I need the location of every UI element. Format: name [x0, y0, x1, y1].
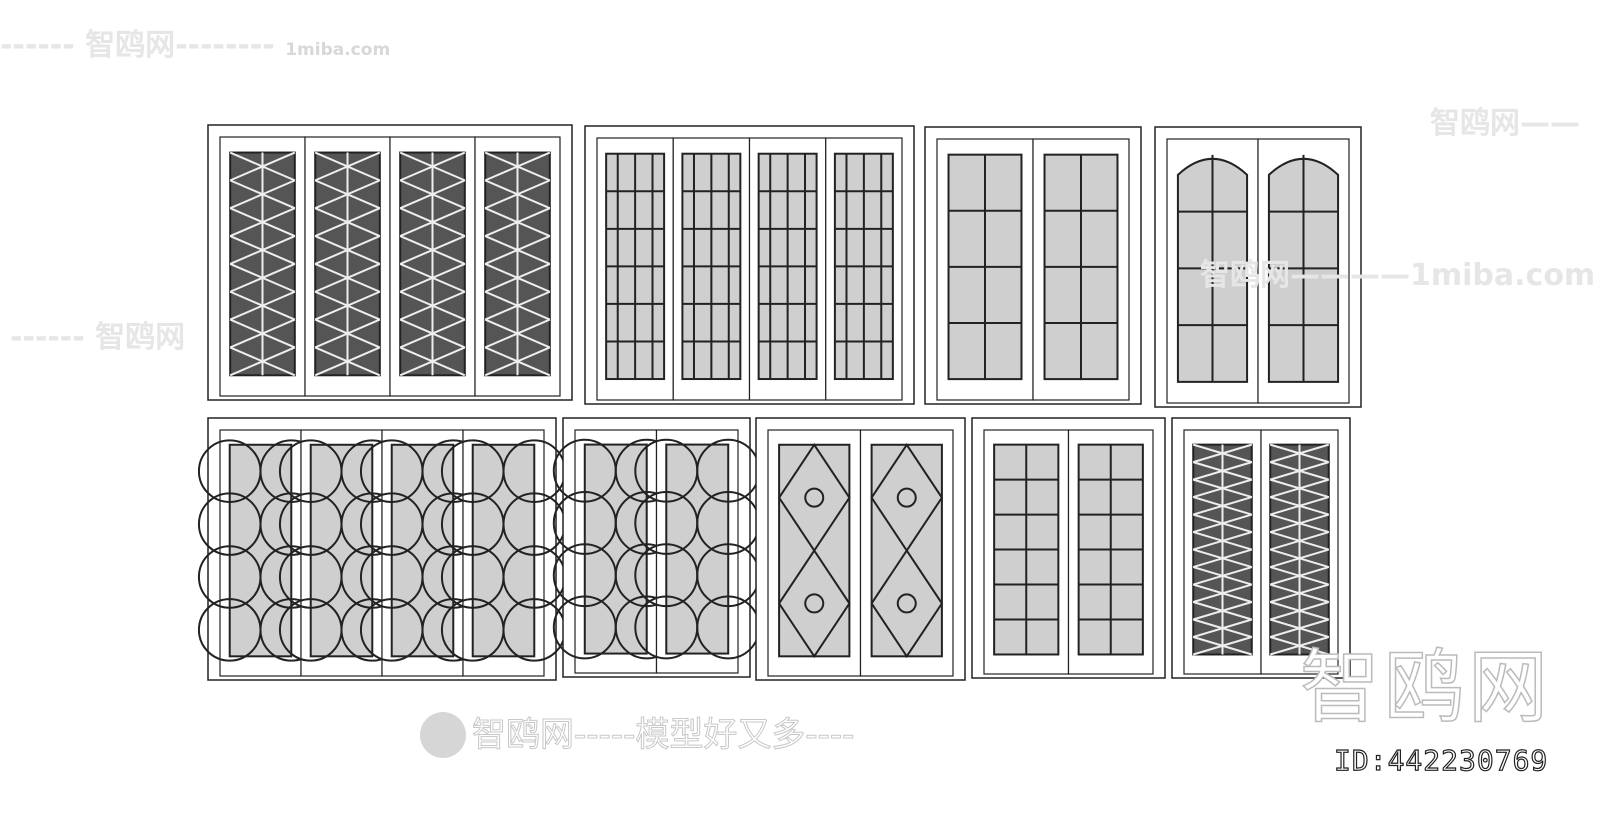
watermark-top-left-url: 1miba.com	[285, 40, 391, 60]
glass-panel	[665, 443, 730, 655]
door-set-9	[1171, 417, 1351, 679]
door-set-8	[971, 417, 1166, 679]
watermark-bottom: 智鸥网-----模型好又多----	[420, 712, 855, 758]
watermark-top-left-text: ------ 智鸥网--------	[0, 28, 275, 63]
watermark-left-mid: ------ 智鸥网	[10, 320, 186, 355]
door-set-4	[1154, 126, 1362, 408]
door-set-7	[755, 417, 966, 681]
watermark-mid-right: 智鸥网————1miba.com	[1200, 258, 1596, 293]
ring-ornament	[804, 487, 825, 508]
door-set-2	[584, 125, 915, 405]
glass-panel	[471, 443, 536, 658]
door-set-6	[552, 417, 761, 678]
ring-ornament	[896, 487, 917, 508]
diamond-ornament	[777, 548, 851, 659]
ring-ornament	[896, 593, 917, 614]
door-set-1	[207, 124, 573, 401]
diamond-ornament	[870, 548, 944, 659]
bird-logo-icon	[420, 712, 466, 758]
ring-ornament	[804, 593, 825, 614]
door-set-5	[197, 417, 567, 681]
model-id-label: ID:442230769	[1333, 743, 1549, 777]
door-set-3	[924, 126, 1142, 405]
watermark-right: 智鸥网——	[1430, 106, 1580, 141]
watermark-big-logo: 智鸥网	[1299, 641, 1552, 734]
watermark-bottom-text: 智鸥网-----模型好又多----	[471, 715, 855, 756]
watermark-top-left: ------ 智鸥网-------- 1miba.com	[0, 28, 390, 68]
